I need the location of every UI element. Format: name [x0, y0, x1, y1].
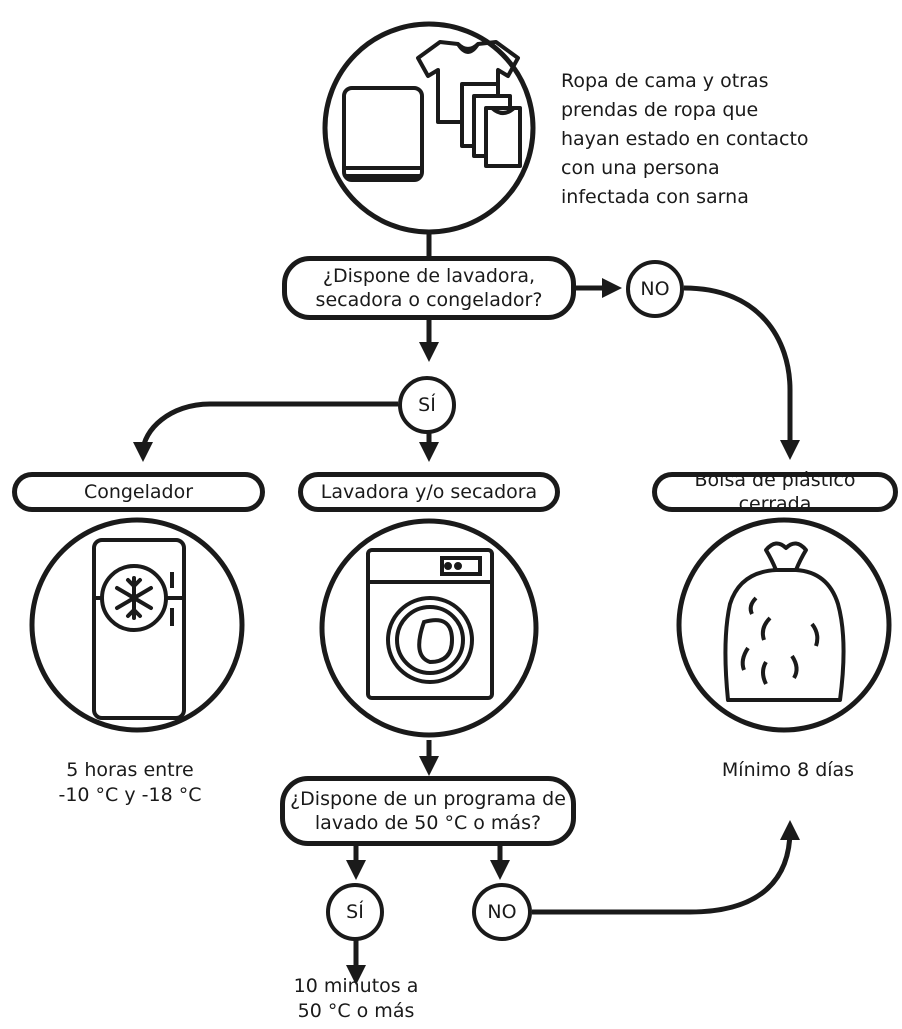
bolsa-text: Bolsa de plástico cerrada — [694, 469, 856, 515]
wash-line1: 10 minutos a — [293, 975, 419, 997]
freezer-instructions: 5 horas entre -10 °C y -18 °C — [30, 758, 230, 808]
washing-machine-icon — [366, 548, 494, 700]
arrow-no2-minimo — [532, 820, 800, 915]
no-node-1-label: NO — [640, 278, 670, 300]
si-node-1-label: SÍ — [418, 394, 436, 416]
congelador-text: Congelador — [83, 481, 194, 503]
no-node-2: NO — [472, 883, 532, 941]
arrow-si-congelador — [133, 401, 398, 462]
lavadora-text: Lavadora y/o secadora — [320, 481, 538, 503]
freezer-line2: -10 °C y -18 °C — [58, 784, 202, 806]
snowflake-icon — [115, 576, 153, 620]
arrow-no-bolsa — [683, 285, 800, 460]
intro-text: Ropa de cama y otras prendas de ropa que… — [561, 70, 809, 208]
minimo-text: Mínimo 8 días — [721, 759, 855, 781]
bag-circle — [676, 517, 892, 733]
question-washer-dryer-freezer: ¿Dispone de lavadora, secadora o congela… — [282, 256, 576, 320]
intro-description: Ropa de cama y otras prendas de ropa que… — [561, 67, 811, 212]
bag-instructions: Mínimo 8 días — [690, 758, 886, 783]
freezer-line1: 5 horas entre — [66, 759, 194, 781]
wash-instructions: 10 minutos a 50 °C o más — [276, 974, 436, 1024]
wash-line2: 50 °C o más — [297, 1000, 415, 1022]
plastic-bag-icon — [723, 541, 846, 702]
question1-line2: secadora o congelador? — [315, 289, 543, 311]
question2-line2: lavado de 50 °C o más? — [314, 812, 542, 834]
no-node-2-label: NO — [487, 901, 517, 923]
si-node-1: SÍ — [398, 376, 456, 434]
question1-line1: ¿Dispone de lavadora, — [322, 265, 536, 287]
question-50-degree-program: ¿Dispone de un programa de lavado de 50 … — [280, 776, 576, 846]
bolsa-label: Bolsa de plástico cerrada — [652, 469, 898, 515]
washer-circle — [319, 518, 539, 738]
question2-line1: ¿Dispone de un programa de — [290, 788, 566, 810]
congelador-label: Congelador — [12, 472, 265, 512]
laundry-icon — [342, 40, 522, 182]
si-node-2: SÍ — [326, 883, 384, 941]
lavadora-label: Lavadora y/o secadora — [298, 472, 560, 512]
si-node-2-label: SÍ — [346, 901, 364, 923]
no-node-1: NO — [626, 260, 684, 318]
